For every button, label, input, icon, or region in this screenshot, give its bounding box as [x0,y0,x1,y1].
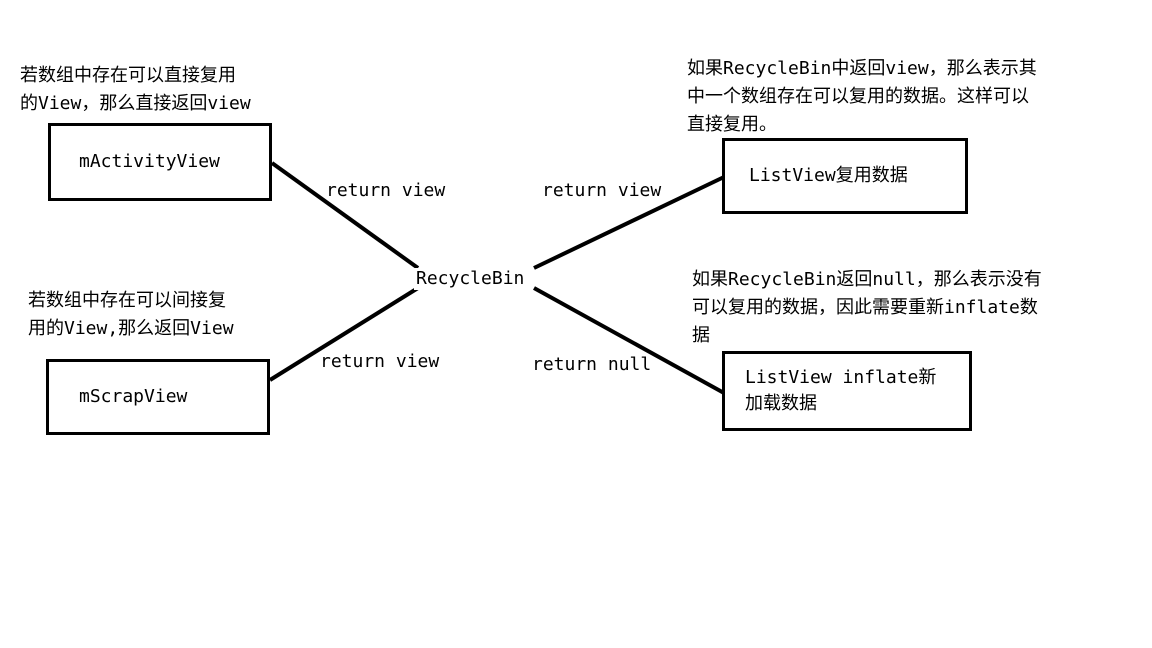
note-returns-null-line1: 如果RecycleBin返回null，那么表示没有 [692,269,1042,290]
note-returns-view-line3: 直接复用。 [687,114,777,135]
listview-reuse-label: ListView复用数据 [749,165,908,186]
listview-reuse-box: ListView复用数据 [722,138,968,214]
note-recyclebin-returns-null: 如果RecycleBin返回null，那么表示没有 可以复用的数据，因此需要重新… [692,266,1042,350]
mactivityview-box: mActivityView [48,123,272,201]
listview-inflate-label-line2: 加载数据 [745,393,817,414]
note-indirect-reuse: 若数组中存在可以间接复 用的View,那么返回View [28,287,234,343]
edge-label-mactivityview: return view [326,180,446,201]
note-indirect-reuse-line1: 若数组中存在可以间接复 [28,290,226,311]
listview-inflate-box: ListView inflate新 加载数据 [722,351,972,431]
edge-label-listview-inflate: return null [532,354,652,375]
note-indirect-reuse-line2: 用的View,那么返回View [28,318,234,339]
mscrapview-box: mScrapView [46,359,270,435]
note-direct-reuse: 若数组中存在可以直接复用 的View，那么直接返回view [20,62,251,118]
note-returns-view-line1: 如果RecycleBin中返回view，那么表示其 [687,58,1037,79]
mactivityview-label: mActivityView [79,151,220,172]
edge-recyclebin-listview-reuse [533,175,725,270]
recyclebin-node: RecycleBin [414,268,527,290]
note-returns-null-line3: 据 [692,325,710,346]
edge-mactivityview-recyclebin [270,161,420,270]
edge-label-listview-reuse: return view [542,180,662,201]
mscrapview-label: mScrapView [79,386,188,407]
listview-inflate-label-line1: ListView inflate新 [745,367,937,388]
edge-label-mscrapview: return view [320,351,440,372]
note-returns-view-line2: 中一个数组存在可以复用的数据。这样可以 [687,86,1029,107]
note-recyclebin-returns-view: 如果RecycleBin中返回view，那么表示其 中一个数组存在可以复用的数据… [687,55,1037,139]
note-direct-reuse-line2: 的View，那么直接返回view [20,93,251,114]
listview-inflate-label: ListView inflate新 加载数据 [745,365,936,417]
note-returns-null-line2: 可以复用的数据，因此需要重新inflate数 [692,297,1038,318]
note-direct-reuse-line1: 若数组中存在可以直接复用 [20,65,236,86]
edge-mscrapview-recyclebin [268,286,420,382]
edge-recyclebin-listview-inflate [533,286,725,395]
